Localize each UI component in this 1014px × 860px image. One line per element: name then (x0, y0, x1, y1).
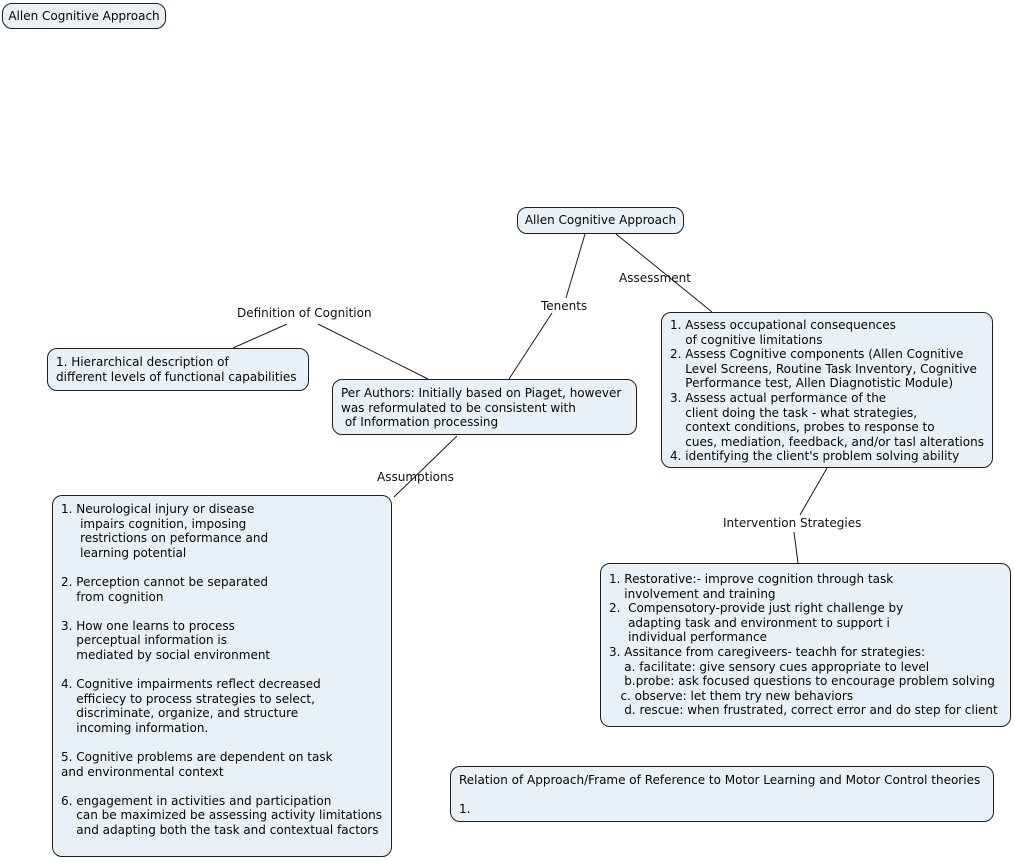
edge-perauthors-assumptions (393, 435, 458, 498)
edge-assessment-intervention (799, 467, 828, 516)
concept-intervention-detail[interactable]: 1. Restorative:- improve cognition throu… (600, 563, 1011, 727)
edge-definition-hierarchical (232, 323, 288, 349)
linking-phrase-tenents[interactable]: Tenents (541, 299, 588, 313)
edge-intervention-box (793, 531, 799, 564)
edge-root-tenents (565, 233, 586, 299)
edge-definition-perauthors (317, 323, 429, 380)
concept-per-authors[interactable]: Per Authors: Initially based on Piaget, … (332, 379, 637, 435)
concept-assumptions-detail[interactable]: 1. Neurological injury or disease impair… (52, 495, 392, 857)
edge-root-assessment (615, 233, 713, 313)
concept-floating-allen-cognitive-approach[interactable]: Allen Cognitive Approach (2, 3, 166, 29)
concept-root-allen-cognitive-approach[interactable]: Allen Cognitive Approach (517, 207, 684, 234)
concept-definition-detail[interactable]: 1. Hierarchical description of different… (47, 348, 309, 391)
linking-phrase-intervention-strategies[interactable]: Intervention Strategies (723, 516, 862, 530)
linking-phrase-assessment[interactable]: Assessment (619, 271, 691, 285)
linking-phrase-definition-of-cognition[interactable]: Definition of Cognition (237, 306, 372, 320)
edge-tenents-perauthors (508, 312, 553, 380)
concept-relation-motor-learning[interactable]: Relation of Approach/Frame of Reference … (450, 766, 994, 822)
concept-assessment-detail[interactable]: 1. Assess occupational consequences of c… (661, 312, 993, 468)
linking-phrase-assumptions[interactable]: Assumptions (377, 470, 454, 484)
